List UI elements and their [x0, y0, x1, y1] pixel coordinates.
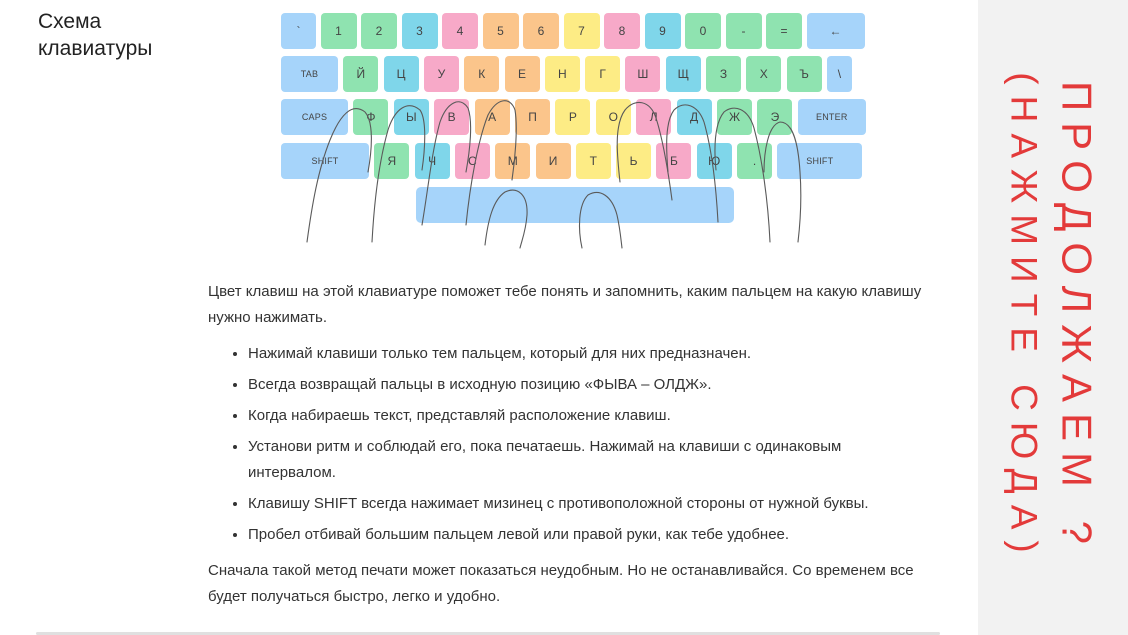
key: Х — [746, 56, 782, 92]
key: Й — [343, 56, 379, 92]
key: Д — [676, 99, 712, 135]
intro-paragraph: Цвет клавиш на этой клавиатуре поможет т… — [208, 283, 922, 326]
key: Б — [656, 143, 692, 179]
key: SHIFT — [281, 143, 369, 179]
key: Ж — [717, 99, 752, 135]
key-space — [416, 187, 734, 223]
key: 4 — [442, 13, 478, 49]
key: К — [464, 56, 500, 92]
key: 5 — [482, 13, 519, 49]
key: Ф — [353, 99, 389, 135]
key: Я — [374, 143, 410, 179]
key: 8 — [604, 13, 640, 49]
key: Ю — [696, 143, 732, 179]
click-here-label[interactable]: (НАЖМИТЕ СЮДА) — [1004, 71, 1046, 564]
article-content: Цвет клавиш на этой клавиатуре поможет т… — [208, 279, 928, 610]
key: Г — [585, 56, 621, 92]
key: Щ — [665, 56, 701, 92]
key: 6 — [523, 13, 559, 49]
key: Р — [555, 99, 591, 135]
list-item: Пробел отбивай большим пальцем левой или… — [248, 522, 928, 548]
key: ← — [806, 13, 865, 49]
key: SHIFT — [777, 143, 863, 179]
key: 0 — [685, 13, 721, 49]
list-item: Установи ритм и соблюдай его, пока печат… — [248, 434, 928, 486]
list-item: Когда набираешь текст, представляй распо… — [248, 403, 928, 429]
key: Ы — [393, 99, 429, 135]
key: Ъ — [786, 56, 822, 92]
key: Э — [757, 99, 793, 135]
key: Н — [544, 56, 580, 92]
key: О — [595, 99, 631, 135]
key: З — [706, 56, 741, 92]
key: ENTER — [797, 99, 866, 135]
key: Л — [636, 99, 672, 135]
key: 7 — [563, 13, 600, 49]
key: Ч — [414, 143, 450, 179]
outro-paragraph: Сначала такой метод печати может показат… — [208, 562, 914, 605]
key: - — [725, 13, 762, 49]
key: ` — [281, 13, 316, 49]
continue-label[interactable]: ПРОДОЛЖАЕМ ? — [1054, 80, 1102, 555]
key: А — [474, 99, 510, 135]
key: 1 — [320, 13, 357, 49]
key: Ь — [616, 143, 652, 179]
key: М — [495, 143, 531, 179]
divider — [36, 632, 940, 635]
key: \ — [826, 56, 852, 92]
key: Ц — [383, 56, 419, 92]
key: Ш — [625, 56, 661, 92]
key: С — [454, 143, 490, 179]
key: П — [515, 99, 550, 135]
list-item: Клавишу SHIFT всегда нажимает мизинец с … — [248, 491, 928, 517]
key: TAB — [281, 56, 338, 92]
section-title: Схема клавиатуры — [38, 10, 153, 60]
list-item: Нажимай клавиши только тем пальцем, кото… — [248, 341, 928, 367]
key: В — [434, 99, 470, 135]
key: Е — [504, 56, 540, 92]
continue-banner[interactable]: ПРОДОЛЖАЕМ ? (НАЖМИТЕ СЮДА) — [978, 0, 1128, 635]
key: У — [423, 56, 459, 92]
key: 2 — [361, 13, 397, 49]
key: 9 — [644, 13, 681, 49]
key: . — [737, 143, 772, 179]
tips-list: Нажимай клавиши только тем пальцем, кото… — [208, 341, 928, 548]
key: И — [535, 143, 571, 179]
list-item: Всегда возвращай пальцы в исходную позиц… — [248, 372, 928, 398]
key: CAPS — [281, 99, 348, 135]
key: = — [766, 13, 802, 49]
key: 3 — [401, 13, 438, 49]
key: Т — [575, 143, 611, 179]
